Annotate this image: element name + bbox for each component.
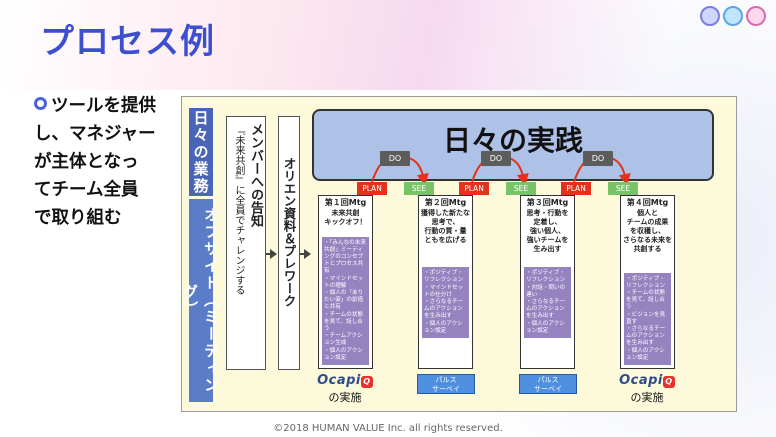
see-label-1: SEE	[404, 182, 434, 195]
meeting-item: さらなるチームのアクションを生み出す	[626, 326, 669, 348]
meeting-item: ポジティブ・リフレクション	[526, 270, 569, 284]
plan-label-3: PLAN	[561, 182, 591, 195]
meeting-subtitle: 未来共創 キックオフ！	[324, 209, 367, 226]
meeting-items: ポジティブ・リフレクション チームの状態を見て、話し合う ビジョンを見直す さら…	[624, 272, 671, 365]
notice-box: メンバーへの告知 『未来共創』に全員でチャレンジする	[226, 116, 266, 370]
meeting-items: ポジティブ・リフレクション マインドセットの仕分け さらなるチームのアクションを…	[422, 267, 469, 338]
meeting-item: 個人のアクション設定	[324, 348, 367, 362]
meeting-item: ポジティブ・リフレクション	[424, 270, 467, 284]
badge-icon	[723, 6, 743, 26]
meeting-subtitle: 獲得した新たな思考で、 行動の質・量 ともを広げる	[421, 209, 470, 244]
meeting-4: 第４回Mtg 個人と チームの成果 を収穫し、 さらなる未来を 共創する ポジテ…	[620, 195, 675, 369]
pulse-survey-2: パルス サーベイ	[519, 374, 577, 394]
do-label-1: DO	[380, 151, 410, 166]
badge-icon	[746, 6, 766, 26]
ocapi-brand: Ocapi	[317, 373, 361, 388]
badge-icon	[700, 6, 720, 26]
copyright: ©2018 HUMAN VALUE Inc. all rights reserv…	[273, 423, 503, 434]
meeting-title: 第１回Mtg	[324, 198, 367, 207]
meeting-3: 第３回Mtg 思考・行動を 定着し、 強い個人、 強いチームを 生み出す ポジテ…	[520, 195, 575, 369]
meeting-item: 個人のアクション設定	[526, 321, 569, 335]
bullet-text: ツールを提供 し、マネジャー が主体となっ てチーム全員 で取り組む	[34, 96, 156, 228]
do-label-3: DO	[583, 151, 613, 166]
meeting-item: ポジティブ・リフレクション	[626, 276, 669, 290]
ocapi-impl-text: の実施	[630, 391, 664, 404]
do-label-2: DO	[481, 151, 511, 166]
meeting-2: 第２回Mtg 獲得した新たな思考で、 行動の質・量 ともを広げる ポジティブ・リ…	[418, 195, 473, 369]
arrow-orient-to-mtg1	[300, 249, 311, 259]
meeting-item: マインドセットの理解	[324, 276, 367, 290]
logo-badges	[700, 6, 766, 26]
meeting-item: さらなるチームのアクションを生み出す	[424, 299, 467, 321]
label-daily-work: 日々の業務	[189, 108, 213, 196]
meeting-items: 「みんなの未来共創」ミーティングのコンセプトとプロセス共有 マインドセットの理解…	[322, 236, 369, 365]
meeting-item: 対話・問いの連い	[526, 285, 569, 299]
meeting-subtitle: 思考・行動を 定着し、 強い個人、 強いチームを 生み出す	[526, 209, 569, 253]
meeting-title: 第２回Mtg	[424, 198, 467, 207]
ocapi-mark-icon: Q	[662, 376, 675, 388]
meeting-item: チームの状態を見て、話し合う	[626, 290, 669, 312]
meeting-item: 個人のアクション設定	[424, 321, 467, 335]
bullet-ring-icon	[34, 97, 47, 110]
notice-title: メンバーへの告知	[248, 123, 263, 227]
bullet-point: ツールを提供 し、マネジャー が主体となっ てチーム全員 で取り組む	[34, 92, 184, 232]
meeting-item: チームの状態を見て、話し合う	[324, 312, 367, 334]
meeting-1: 第１回Mtg 未来共創 キックオフ！ 「みんなの未来共創」ミーティングのコンセプ…	[318, 195, 373, 369]
daily-practice-box: 日々の実践	[312, 109, 714, 181]
meeting-item: さらなるチームのアクションを生み出す	[526, 299, 569, 321]
meeting-item: 個人のアクション設定	[626, 348, 669, 362]
page-title: プロセス例	[40, 22, 215, 62]
ocapi-mark-icon: Q	[360, 376, 373, 388]
ocapi-impl-text: の実施	[328, 391, 362, 404]
meeting-title: 第３回Mtg	[526, 198, 569, 207]
arrow-notice-to-orient	[266, 249, 277, 259]
plan-label-2: PLAN	[459, 182, 489, 195]
meeting-subtitle: 個人と チームの成果 を収穫し、 さらなる未来を 共創する	[623, 209, 672, 253]
meeting-item: 個人の「ありたい姿」の創造と共有	[324, 290, 367, 312]
orientation-box: オリエン資料＆プレワーク	[278, 116, 300, 370]
notice-desc: 『未来共創』に全員でチャレンジする	[233, 125, 244, 295]
meeting-item: 「みんなの未来共創」ミーティングのコンセプトとプロセス共有	[324, 240, 367, 276]
pulse-survey-1: パルス サーベイ	[417, 374, 475, 394]
see-label-2: SEE	[506, 182, 536, 195]
header-decoration	[0, 0, 776, 90]
meeting-item: ビジョンを見直す	[626, 312, 669, 326]
plan-label-1: PLAN	[357, 182, 387, 195]
meeting-item: チームアクション生成	[324, 333, 367, 347]
see-label-3: SEE	[608, 182, 638, 195]
ocapi-brand: Ocapi	[619, 373, 663, 388]
meeting-item: マインドセットの仕分け	[424, 285, 467, 299]
meeting-title: 第４回Mtg	[626, 198, 669, 207]
meeting-items: ポジティブ・リフレクション 対話・問いの連い さらなるチームのアクションを生み出…	[524, 267, 571, 338]
